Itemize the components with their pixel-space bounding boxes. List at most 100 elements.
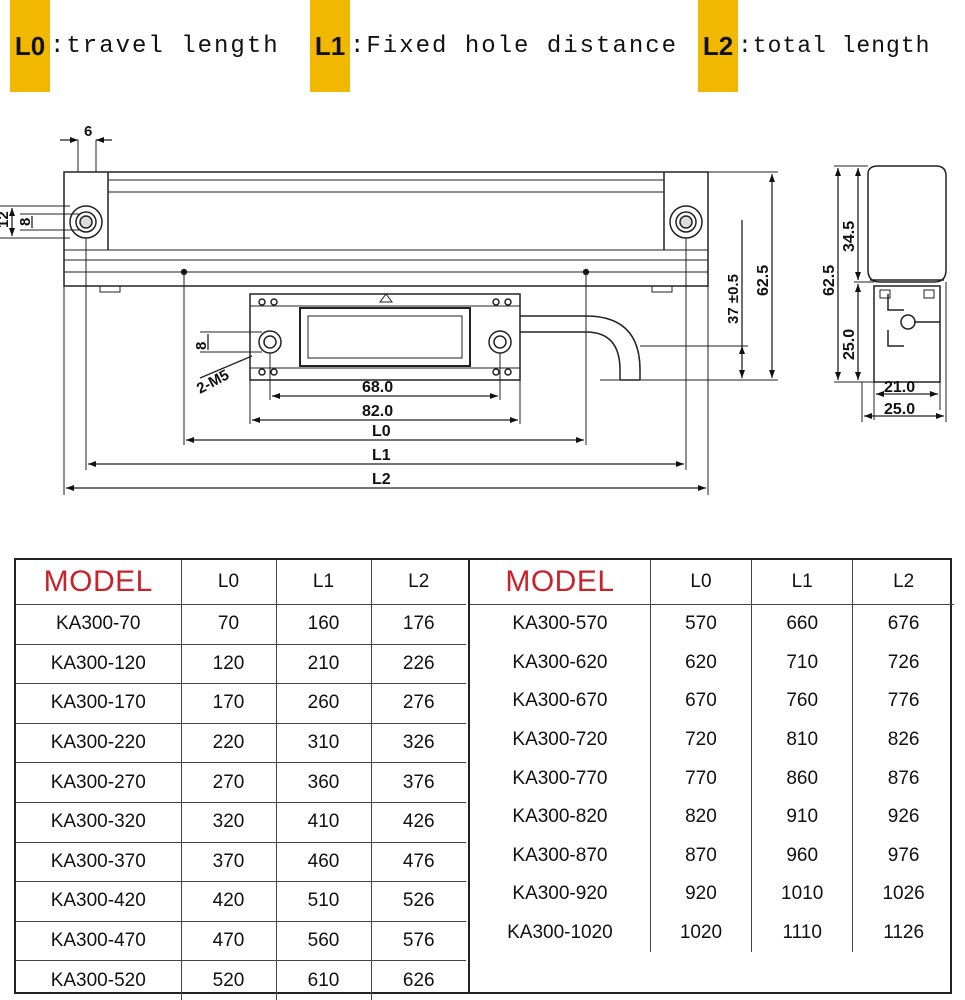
thread-spec: 2-M5 [194,366,232,397]
label-l2: L2 [372,471,391,488]
cell-l2: 326 [371,723,466,764]
cell-l1: 260 [276,683,372,724]
cell-model: KA300-670 [470,682,651,721]
cell-l2: 576 [371,921,466,962]
cell-l1: 760 [751,682,854,721]
dim-6: 6 [84,123,92,140]
cell-l2: 826 [887,729,920,751]
technical-drawing: 6 12 8 8 2-M5 68.0 82.0 L0 L1 L2 37 ±0.5… [0,123,947,495]
cell-model: KA300-620 [470,643,651,683]
cell-l2: 376 [371,762,466,803]
cell-l0: 870 [650,836,753,876]
cell-l0: 1020 [650,913,753,953]
cell-l0: 270 [181,762,277,803]
cell-l1: 910 [751,797,854,837]
dim-8-left: 8 [17,218,34,226]
legend-l2-text: :total length [738,33,931,59]
cell-l1: 310 [276,723,372,764]
side-dim-25: 25.0 [841,329,858,360]
legend-l2: L2 :total length [698,0,930,92]
cell-l1: 360 [276,762,372,803]
cell-l1: 810 [751,720,854,760]
legend-l0-code: L0 [10,0,50,92]
label-l0: L0 [372,423,391,440]
cell-l0: 320 [181,802,277,843]
label-l1: L1 [372,447,391,464]
cell-model: KA300-870 [470,836,651,876]
cell-l0: 570 [650,604,753,644]
cell-model: KA300-1020 [470,913,651,953]
cell-l2: 926 [887,806,920,828]
cell-l0: 670 [650,682,753,721]
cell-l2: 626 [402,969,435,991]
cell-l1: 710 [751,643,854,683]
header-l1: L1 [751,560,854,605]
cell-model: KA300-170 [16,683,182,724]
cell-l0: 470 [181,921,277,962]
dim-8-mount: 8 [193,342,210,350]
cell-l2: 876 [887,767,920,789]
cell-l1: 410 [276,802,372,843]
cell-model: KA300-920 [470,875,651,914]
cell-l1: 510 [276,881,372,922]
side-dim-34-5: 34.5 [841,221,858,252]
header-l0: L0 [181,560,277,605]
cell-l2: 426 [371,802,466,843]
legend-l1-text: :Fixed hole distance [350,32,679,60]
side-view [834,165,947,422]
cell-l1: 460 [276,842,372,883]
cell-l1: 960 [751,836,854,876]
cell-l0: 220 [181,723,277,764]
cell-l2: 776 [887,690,920,712]
side-dim-21: 21.0 [884,379,915,396]
cell-l1: 1010 [751,875,854,914]
cell-l2: 176 [371,604,466,645]
cell-l0: 120 [181,644,277,685]
cell-l1: 160 [276,604,372,645]
dim-62-5: 62.5 [755,265,772,296]
header-l2: L2 [371,560,466,605]
cell-l2: 226 [371,644,466,685]
cell-model: KA300-320 [16,802,182,843]
legend-l0-text: :travel length [50,32,280,60]
side-dim-25-bottom: 25.0 [884,401,915,418]
cell-l2: 476 [371,842,466,883]
right-end-hole-icon [669,205,703,239]
cell-model: KA300-270 [16,762,182,803]
cell-l2: 276 [371,683,466,724]
header-model: MODEL [470,560,651,605]
table-header-row: MODEL L0 L1 L2 [16,560,466,605]
cell-l0: 770 [650,759,753,798]
table-header-row: MODEL L0 L1 L2 [470,560,954,605]
cell-model: KA300-770 [470,759,651,798]
cell-model: KA300-220 [16,723,182,764]
legend-l2-code: L2 [698,0,738,92]
dim-68: 68.0 [362,379,393,396]
cell-model: KA300-720 [470,720,651,760]
cell-model: KA300-570 [470,604,651,644]
cell-l2: 976 [887,844,920,866]
left-end-hole-icon [69,205,103,239]
cell-l1: 210 [276,644,372,685]
legend-l1: L1 :Fixed hole distance [310,0,678,92]
header-l1: L1 [276,560,372,605]
cell-l0: 70 [181,604,277,645]
